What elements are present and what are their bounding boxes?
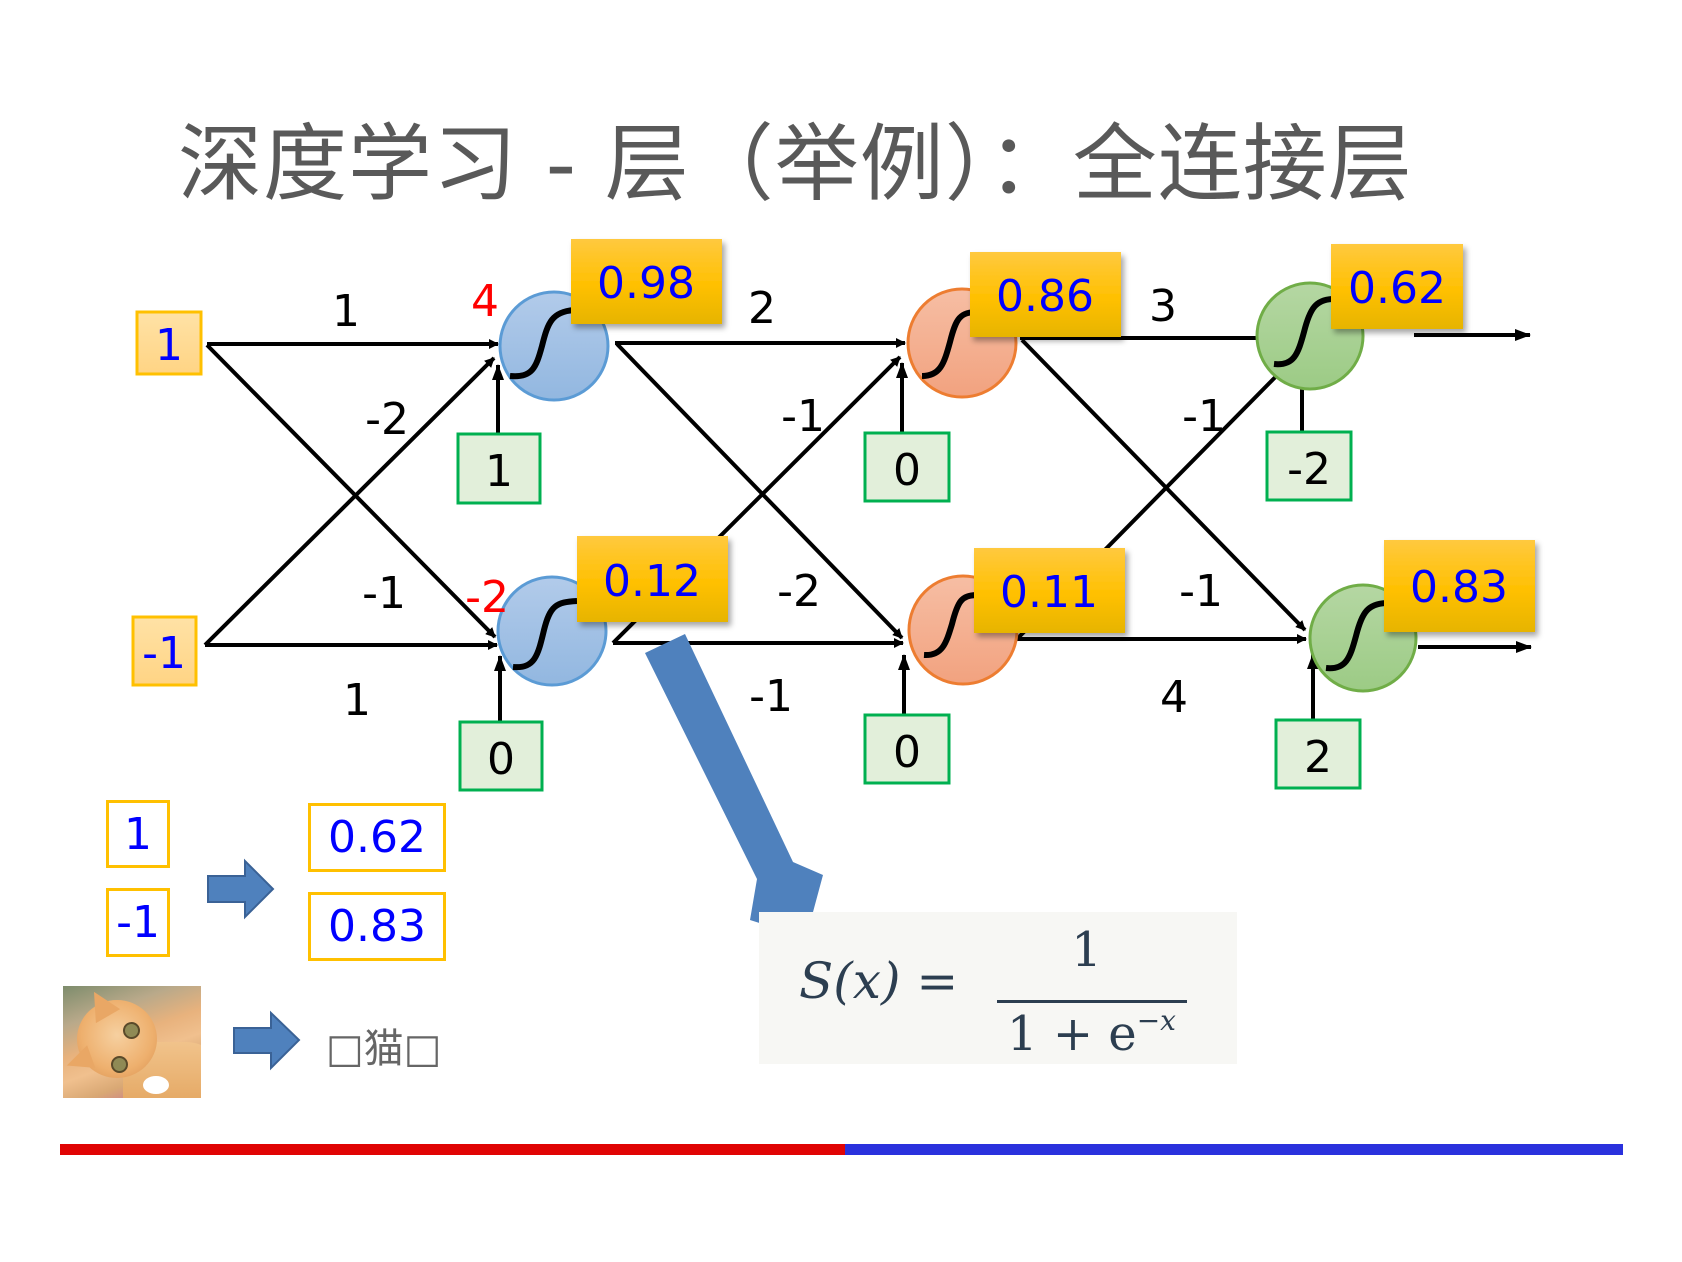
sigmoid-formula: S(x) = 1 1 + e−x bbox=[759, 912, 1237, 1064]
weight-in1-n2: -1 bbox=[362, 568, 406, 619]
formula-lhs: S(x) = bbox=[799, 952, 959, 1010]
weight-m1-o1: 3 bbox=[1149, 281, 1177, 332]
input-value-1: 1 bbox=[155, 320, 183, 371]
weight-m2-o1: -1 bbox=[1182, 391, 1226, 442]
formula-fraction-bar bbox=[997, 1000, 1187, 1003]
weight-n1-m1: 2 bbox=[748, 283, 776, 334]
input-node-2: -1 bbox=[131, 615, 198, 687]
formula-denominator-base: 1 + e bbox=[1007, 1006, 1137, 1062]
sigmoid-icon bbox=[921, 309, 979, 379]
input-node-1: 1 bbox=[135, 310, 203, 376]
layer3-connections bbox=[1015, 329, 1532, 720]
sigmoid-icon bbox=[923, 592, 977, 659]
output-box-layer3-1: 0.62 bbox=[1331, 244, 1463, 329]
output-box-layer2-2: 0.11 bbox=[974, 548, 1125, 633]
output-box-layer1-2: 0.12 bbox=[577, 536, 728, 622]
weight-n2-m1: -1 bbox=[781, 391, 825, 442]
svg-text:0: 0 bbox=[487, 734, 515, 785]
svg-text:0.62: 0.62 bbox=[1348, 263, 1446, 314]
summary-input-2: -1 bbox=[106, 888, 170, 957]
formula-denominator: 1 + e−x bbox=[989, 1004, 1194, 1062]
sigmoid-icon bbox=[1273, 296, 1333, 368]
formula-numerator: 1 bbox=[1071, 922, 1102, 978]
sigmoid-icon bbox=[512, 598, 578, 671]
formula-exponent: −x bbox=[1136, 1004, 1176, 1037]
svg-text:2: 2 bbox=[1304, 732, 1332, 783]
edge-in1-n2 bbox=[205, 343, 497, 639]
sigmoid-icon bbox=[1325, 600, 1387, 672]
weight-in2-n2: 1 bbox=[343, 675, 371, 726]
sigmoid-icon bbox=[509, 307, 575, 380]
summary-output-1: 0.62 bbox=[308, 803, 446, 872]
weighted-sum-n2: -2 bbox=[465, 572, 509, 623]
svg-text:0.12: 0.12 bbox=[603, 556, 701, 607]
weight-m1-o2: -1 bbox=[1179, 566, 1223, 617]
weighted-sum-n1: 4 bbox=[471, 276, 499, 327]
bias-box-layer1-2: 0 bbox=[458, 720, 544, 792]
output-box-layer3-2: 0.83 bbox=[1384, 540, 1535, 632]
input-value-2: -1 bbox=[142, 628, 186, 679]
svg-text:1: 1 bbox=[485, 446, 513, 497]
footer-bar-red bbox=[60, 1144, 845, 1155]
svg-text:0: 0 bbox=[893, 445, 921, 496]
callout-arrow bbox=[645, 634, 823, 938]
weight-labels: 1 -2 -1 1 2 -1 -2 -1 3 -1 -1 4 bbox=[332, 281, 1226, 726]
bias-box-layer2-1: 0 bbox=[863, 431, 951, 503]
edge-in2-n1 bbox=[203, 356, 496, 647]
summary-input-1: 1 bbox=[106, 800, 170, 868]
output-box-layer2-1: 0.86 bbox=[970, 252, 1121, 337]
weight-in2-n1: -2 bbox=[365, 394, 409, 445]
weight-n1-m2: -2 bbox=[777, 566, 821, 617]
layer1-connections bbox=[203, 339, 506, 722]
weight-n2-m2: -1 bbox=[749, 671, 793, 722]
svg-text:0.86: 0.86 bbox=[996, 271, 1094, 322]
svg-text:0.11: 0.11 bbox=[1000, 567, 1098, 618]
edge-n1-m2 bbox=[615, 342, 904, 640]
cat-classification-label: □猫□ bbox=[326, 1026, 442, 1072]
svg-text:0.98: 0.98 bbox=[597, 258, 695, 309]
svg-text:0.83: 0.83 bbox=[1410, 562, 1508, 613]
output-box-layer1-1: 0.98 bbox=[571, 239, 722, 324]
footer-bar-blue bbox=[845, 1144, 1623, 1155]
right-arrow-icon bbox=[233, 1010, 301, 1071]
bias-box-layer3-1: -2 bbox=[1265, 430, 1353, 502]
summary-output-2: 0.83 bbox=[308, 892, 446, 961]
edge-m1-o2 bbox=[1020, 338, 1307, 632]
svg-text:-2: -2 bbox=[1287, 444, 1331, 495]
slide-title: 深度学习 - 层（举例）：全连接层 bbox=[178, 115, 1413, 213]
weight-in1-n1: 1 bbox=[332, 286, 360, 337]
bias-box-layer2-2: 0 bbox=[863, 713, 951, 785]
svg-text:0: 0 bbox=[893, 727, 921, 778]
bias-box-layer1-1: 1 bbox=[456, 432, 542, 505]
weight-m2-o2: 4 bbox=[1160, 672, 1188, 723]
cat-image bbox=[63, 986, 201, 1098]
right-arrow-icon bbox=[207, 858, 275, 920]
bias-box-layer3-2: 2 bbox=[1274, 718, 1362, 790]
